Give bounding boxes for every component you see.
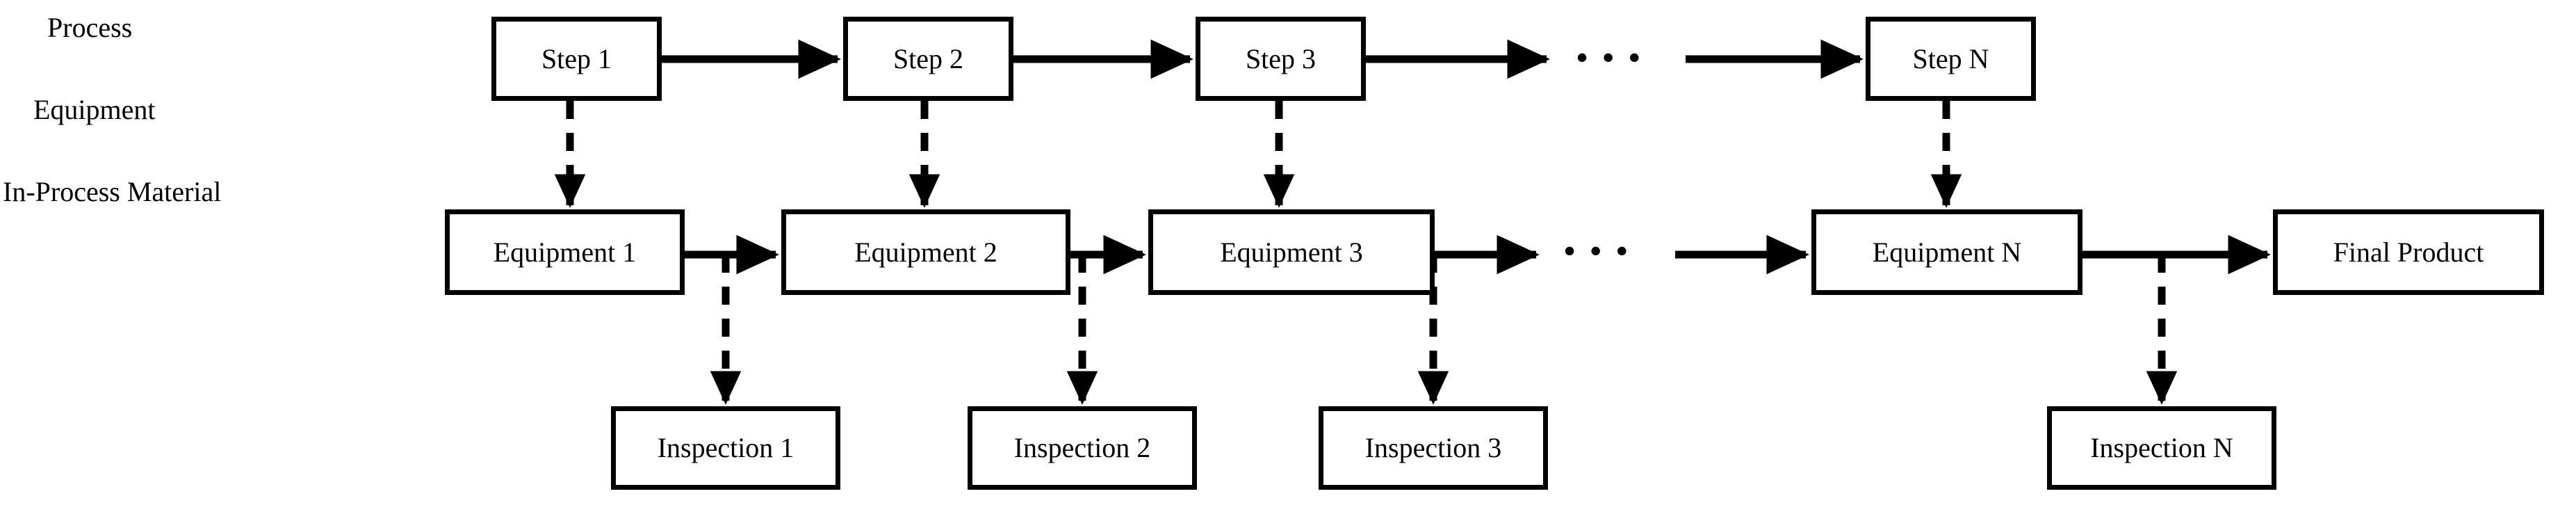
node-equipment-n[interactable]: Equipment N: [1811, 209, 2082, 295]
node-step-1[interactable]: Step 1: [491, 17, 662, 101]
row-label-process: Process: [47, 12, 133, 43]
node-equipment-2[interactable]: Equipment 2: [781, 209, 1070, 295]
node-step-2[interactable]: Step 2: [843, 17, 1013, 101]
node-step-3[interactable]: Step 3: [1196, 17, 1366, 101]
node-final-product[interactable]: Final Product: [2273, 209, 2544, 295]
row-label-equipment: Equipment: [33, 94, 156, 125]
process-ellipsis-icon: • • •: [1576, 40, 1644, 75]
node-inspection-n[interactable]: Inspection N: [2047, 406, 2276, 490]
equipment-to-inspection-dashed: [710, 255, 2178, 405]
node-inspection-3[interactable]: Inspection 3: [1319, 406, 1548, 490]
node-inspection-1[interactable]: Inspection 1: [611, 406, 840, 490]
step-to-equipment-dashed: [554, 101, 1962, 208]
row-label-material: In-Process Material: [3, 176, 222, 207]
node-equipment-3[interactable]: Equipment 3: [1148, 209, 1435, 295]
node-equipment-1[interactable]: Equipment 1: [445, 209, 685, 295]
node-step-n[interactable]: Step N: [1866, 17, 2036, 101]
node-inspection-2[interactable]: Inspection 2: [968, 406, 1197, 490]
equipment-ellipsis-icon: • • •: [1564, 233, 1631, 269]
